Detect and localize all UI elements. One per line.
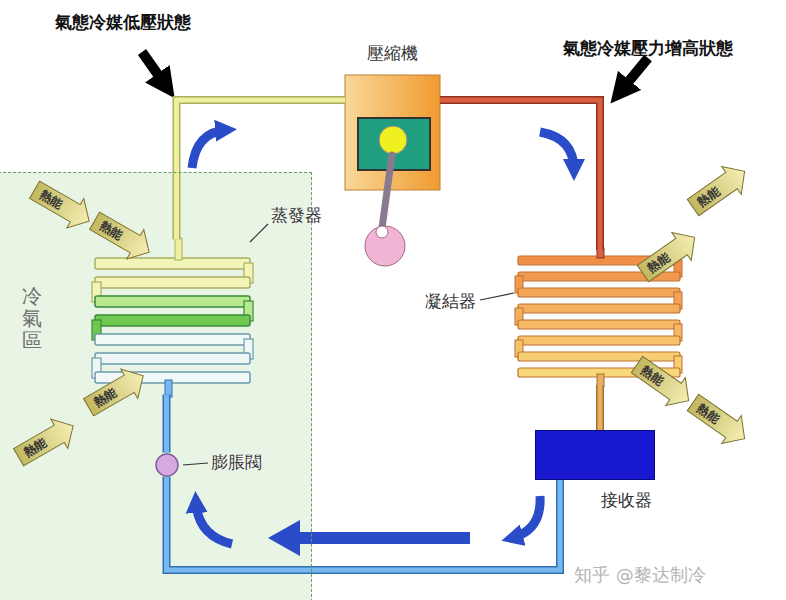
pipe-outline (177, 100, 346, 240)
leader-line (250, 224, 268, 242)
cooling-zone-fill (0, 172, 312, 600)
pipe-core (167, 477, 561, 571)
condenser-tube (518, 352, 680, 361)
heat-label: 熱能 (636, 232, 695, 284)
compressor-body (345, 75, 440, 266)
refrigerant-pipe (167, 477, 561, 571)
evaporator-tube (95, 353, 250, 364)
valve-circle (156, 454, 178, 476)
heat-arrow-outline (633, 223, 704, 287)
heat-arrow: 熱能 (88, 209, 154, 262)
compressor: 壓縮機 (345, 75, 440, 190)
part-label: 凝結器 (425, 290, 476, 313)
expansion-valve: 膨脹閥 (155, 453, 179, 477)
flow-arrow (268, 520, 470, 556)
heat-label: 熱能 (686, 166, 745, 218)
evaporator-tube (95, 277, 250, 288)
flow-arrow (540, 132, 574, 170)
condenser-tube (518, 288, 680, 297)
refrigerant-pipe (166, 395, 167, 453)
condenser-tube (518, 304, 680, 313)
evaporator-tube (95, 315, 250, 326)
refrigerant-pipe (177, 100, 346, 240)
part-label: 壓縮機 (367, 42, 418, 65)
heat-arrow-outline (80, 361, 152, 422)
pipe-core (177, 100, 346, 240)
refrigerant-pipe (600, 385, 601, 430)
pipe-outline (163, 395, 171, 453)
heat-arrow: 熱能 (12, 415, 78, 468)
heat-label: 熱能 (88, 209, 148, 259)
pipe-core (598, 385, 603, 430)
pipe-outline (596, 385, 604, 430)
evaporator-tubes (92, 258, 253, 383)
pipe-core (164, 395, 169, 453)
zone-label: 冷氣區 (22, 285, 42, 351)
pipe-outline (167, 477, 561, 571)
crank-wheel (365, 226, 405, 266)
pointer-arrow (620, 58, 648, 92)
heat-arrow: 熱能 (630, 354, 695, 410)
part-label: 膨脹閥 (211, 451, 262, 474)
evaporator-outlet (175, 238, 182, 260)
heat-arrow: 熱能 (686, 392, 751, 448)
heat-label: 熱能 (12, 418, 72, 468)
heat-arrow: 熱能 (28, 178, 94, 231)
heat-arrow-outline (683, 157, 754, 221)
evaporator-tube (95, 258, 250, 269)
heat-arrow-outline (10, 411, 82, 472)
heat-arrow: 熱能 (636, 228, 701, 284)
condenser-tube (518, 320, 680, 329)
connecting-rod (382, 155, 392, 228)
pointer-arrow (142, 52, 166, 86)
leader-line (183, 463, 208, 465)
part-label: 蒸發器 (271, 204, 322, 227)
heat-arrow-outline (26, 175, 98, 236)
heat-arrow-outline (627, 351, 698, 415)
heat-arrow-outline (683, 389, 754, 453)
watermark: 知乎 @黎达制冷 (574, 563, 706, 587)
pipe-core (440, 100, 600, 250)
part-label: 接收器 (601, 489, 652, 512)
flow-arrow (192, 130, 226, 168)
compressor-piston (379, 126, 407, 154)
receiver: 接收器 (535, 430, 655, 480)
heat-label: 熱能 (82, 368, 142, 418)
crank-pin (376, 226, 388, 238)
heat-arrow: 熱能 (82, 365, 148, 418)
flow-arrow (512, 496, 540, 538)
evaporator-tube (95, 334, 250, 345)
evaporator-coil: 蒸發器 (91, 240, 251, 395)
heat-arrow: 熱能 (686, 162, 751, 218)
state-note: 氣態冷媒壓力增高狀態 (563, 37, 733, 60)
cooling-zone: 冷氣區蒸發器熱能熱能熱能熱能膨脹閥 (0, 172, 312, 600)
refrigerant-pipe (440, 100, 600, 250)
valve-shape (155, 453, 179, 477)
condenser-tube (518, 336, 680, 345)
heat-label: 熱能 (28, 178, 88, 228)
heat-arrow-outline (86, 206, 158, 267)
leader-line (480, 293, 514, 300)
evaporator-inlet (165, 380, 172, 397)
evaporator-tube (95, 296, 250, 307)
flow-arrows (192, 130, 574, 544)
pipe-outline (440, 100, 600, 250)
flow-arrow (196, 502, 232, 544)
state-note: 氣態冷媒低壓狀態 (55, 11, 191, 34)
